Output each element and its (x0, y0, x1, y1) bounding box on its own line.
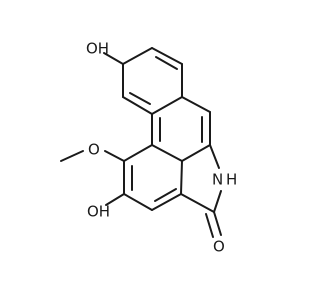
methoxy-bond (104, 150, 125, 162)
molecule-drawing: OH O N H OH O (60, 40, 237, 256)
amide-nitrogen-label: N (212, 171, 223, 189)
bond (155, 56, 178, 70)
bond (129, 92, 151, 105)
methoxy-oxygen-label: O (88, 141, 100, 159)
hydroxyl-bottom-label: OH (87, 203, 110, 221)
bond (151, 144, 183, 162)
bond (181, 144, 211, 162)
carbonyl-bond-double (205, 213, 214, 238)
structure-canvas: OH O N H OH O (60, 39, 238, 256)
carbonyl-bond (213, 211, 222, 236)
bond (209, 144, 220, 169)
bond (151, 47, 183, 65)
hydroxyl-bond-bottom (105, 193, 125, 206)
amide-hydrogen-label: H (226, 171, 237, 189)
bond (154, 188, 177, 202)
bond (181, 96, 211, 113)
ring-a (122, 47, 183, 115)
bond (180, 160, 183, 195)
hydroxyl-top-label: OH (86, 40, 109, 58)
hydroxyl-bond-top (103, 52, 124, 65)
bond (123, 193, 153, 211)
bond (122, 96, 153, 115)
bond (180, 193, 215, 213)
bond (151, 96, 183, 115)
methyl-bond (60, 150, 84, 162)
bond (122, 47, 153, 65)
bond (151, 193, 182, 211)
lactam-ring (180, 144, 222, 213)
bond (213, 190, 222, 213)
ring-c (123, 144, 183, 211)
bond (123, 144, 153, 162)
carbonyl-oxygen-label: O (213, 238, 225, 256)
ring-b (151, 96, 211, 162)
